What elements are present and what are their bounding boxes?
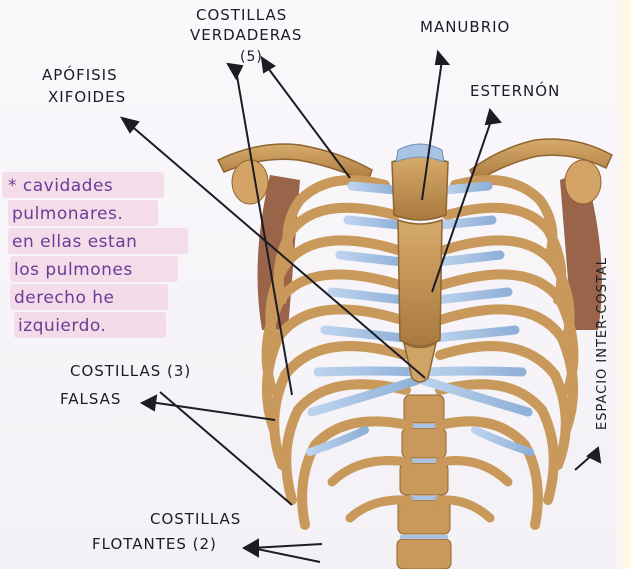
- note-line-2: pulmonares.: [12, 200, 123, 228]
- label-costillas-flotantes-line1: COSTILLAS: [150, 512, 241, 528]
- arrowhead-verdaderas-2: [262, 58, 274, 72]
- arrow-falsas-2: [160, 392, 292, 505]
- arrow-esternon: [432, 118, 492, 292]
- arrowhead-manubrio: [436, 52, 448, 64]
- arrowhead-verdaderas-1: [228, 64, 242, 78]
- label-costillas-falsas-line1: COSTILLAS (3): [70, 364, 191, 380]
- arrow-costillas-verdaderas-2: [268, 68, 350, 178]
- note-line-4: los pulmones: [14, 256, 133, 284]
- note-line-3: en ellas estan: [12, 228, 137, 256]
- note-line-1: * cavidades: [8, 172, 113, 200]
- label-apofisis-line1: APÓFISIS: [42, 68, 118, 84]
- label-costillas-verdaderas-count: (5): [240, 50, 263, 65]
- arrowhead-esternon: [486, 110, 500, 124]
- label-costillas-verdaderas-line1: COSTILLAS: [196, 8, 287, 24]
- label-apofisis-line2: XIFOIDES: [48, 90, 126, 106]
- note-line-5: derecho he: [14, 284, 114, 312]
- arrow-manubrio: [422, 60, 442, 200]
- arrowhead-intercostal: [588, 448, 600, 462]
- arrow-falsas-1: [150, 402, 275, 420]
- label-costillas-verdaderas-line2: VERDADERAS: [190, 28, 302, 44]
- label-esternon: ESTERNÓN: [470, 84, 560, 100]
- arrow-costillas-verdaderas-1: [236, 70, 292, 395]
- arrow-flotantes-2: [252, 544, 322, 548]
- label-manubrio: MANUBRIO: [420, 20, 510, 36]
- label-espacio-intercostal: ESPACIO INTER-COSTAL: [596, 230, 610, 430]
- arrowhead-falsas: [142, 396, 156, 410]
- label-costillas-falsas-line2: FALSAS: [60, 392, 121, 408]
- note-line-6: izquierdo.: [18, 312, 106, 340]
- label-costillas-flotantes-line2: FLOTANTES (2): [92, 537, 217, 553]
- arrow-flotantes-1: [252, 548, 320, 562]
- arrowhead-flotantes: [244, 540, 258, 556]
